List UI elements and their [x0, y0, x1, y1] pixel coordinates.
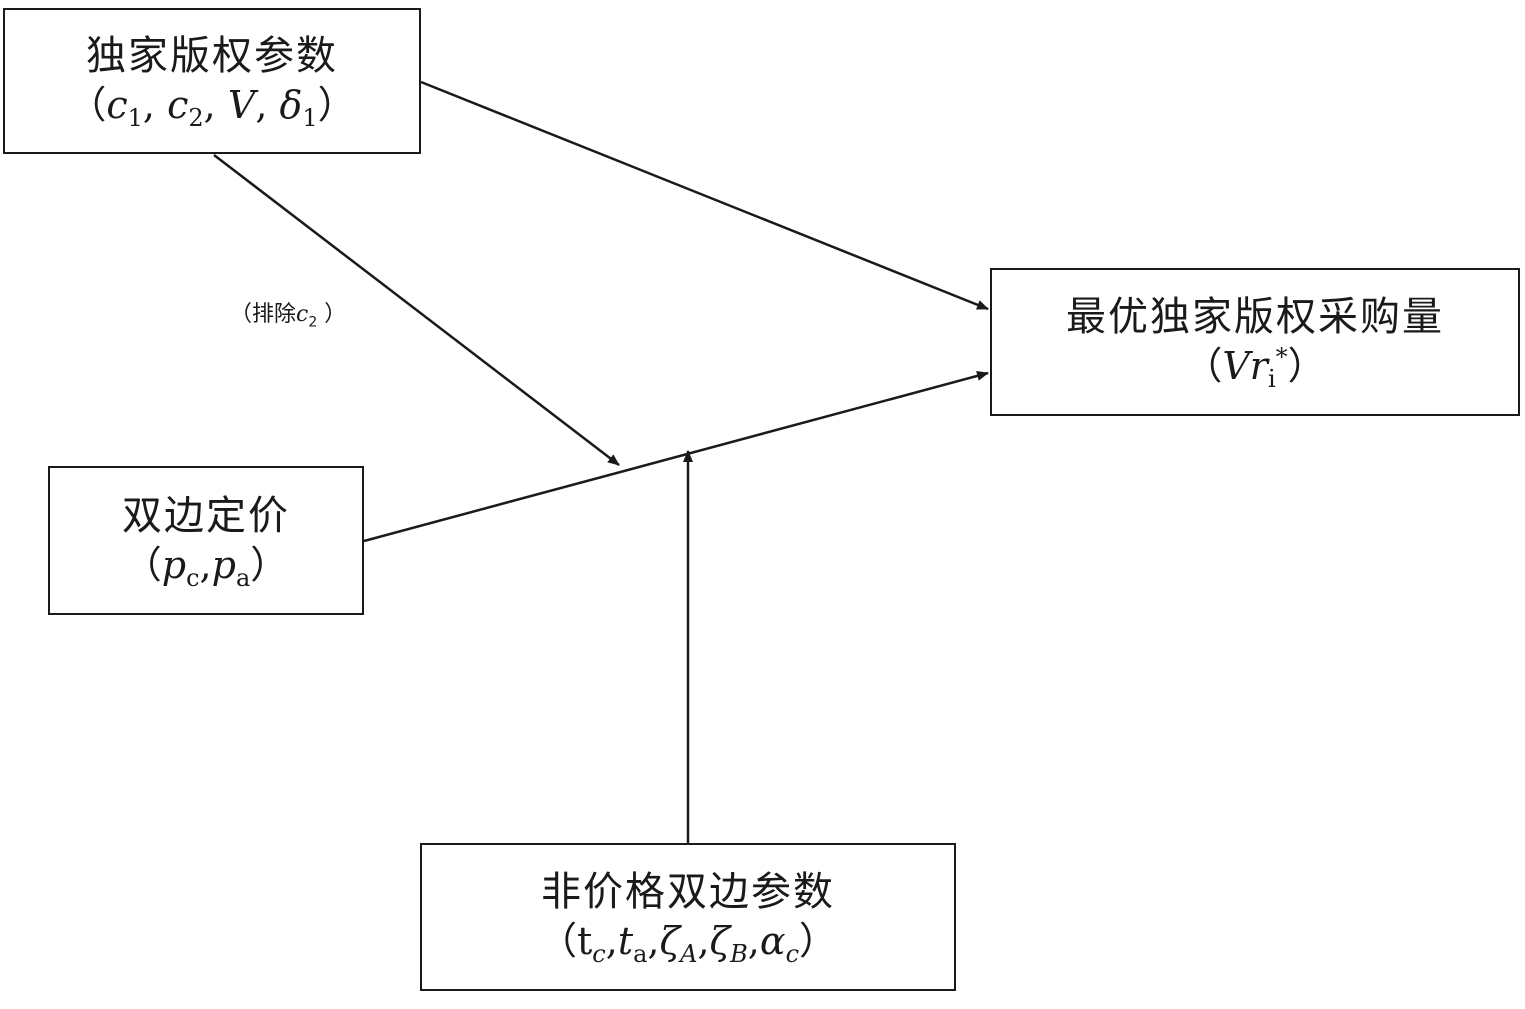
node-variables: （pc,pa）: [124, 540, 289, 590]
sep: ,: [142, 83, 155, 127]
var-delta1: δ: [279, 83, 303, 127]
sub: c: [785, 940, 800, 968]
var-c1: c: [106, 83, 128, 127]
sub: c: [592, 940, 606, 968]
node-exclusive-copyright-params: 独家版权参数 （c1, c2, V, δ1）: [3, 8, 421, 154]
var-pa: p: [211, 542, 236, 587]
sub: B: [730, 940, 748, 968]
sub: A: [680, 940, 698, 968]
sub: a: [235, 563, 251, 592]
exclude-text: 排除: [252, 302, 297, 327]
sub: 1: [127, 104, 143, 132]
var-alpha-c: α: [759, 919, 786, 963]
sub: 1: [302, 104, 318, 132]
sep: ,: [647, 919, 660, 963]
node-title: 双边定价: [122, 492, 290, 539]
var-zeta-a: ζ: [659, 919, 681, 963]
var-c: c: [296, 302, 309, 327]
close-paren: ）: [1287, 344, 1326, 388]
close-paren: ）: [799, 919, 838, 963]
edge-pricing-to-purchase: [363, 371, 989, 543]
edge-params-to-purchase: [420, 80, 989, 311]
sub: a: [633, 940, 648, 968]
var-c2: c: [167, 83, 189, 127]
node-variables: （c1, c2, V, δ1）: [68, 80, 355, 130]
sub: 2: [188, 104, 204, 132]
sub: c: [186, 563, 200, 592]
sep: ,: [199, 542, 212, 587]
var-tc: t: [576, 919, 593, 963]
var-pc: p: [161, 542, 187, 587]
sep: ,: [203, 83, 216, 127]
node-optimal-purchase: 最优独家版权采购量 （Vri*）: [990, 268, 1520, 416]
var-zeta-b: ζ: [709, 919, 731, 963]
sup: *: [1275, 343, 1288, 371]
node-variables: （Vri*）: [1184, 341, 1325, 391]
open-paren: （: [230, 302, 253, 327]
open-paren: （: [1184, 344, 1223, 388]
open-paren: （: [123, 542, 162, 587]
sep: ,: [697, 919, 710, 963]
sep: ,: [747, 919, 760, 963]
sep: ,: [605, 919, 618, 963]
sub: i: [1267, 365, 1276, 393]
node-title: 最优独家版权采购量: [1066, 294, 1444, 340]
edge-label-exclude-c2: （排除c2 ）: [230, 296, 346, 330]
sep: ,: [255, 83, 268, 127]
var-vr: Vr: [1222, 344, 1268, 388]
node-variables: （tc,ta,ζA,ζB,αc）: [539, 916, 837, 966]
close-paren: ）: [317, 83, 356, 127]
close-paren: ）: [250, 542, 289, 587]
sub: 2: [308, 314, 318, 331]
node-bilateral-pricing: 双边定价 （pc,pa）: [48, 466, 364, 615]
var-ta: t: [617, 919, 634, 963]
node-non-price-bilateral-params: 非价格双边参数 （tc,ta,ζA,ζB,αc）: [420, 843, 956, 991]
open-paren: （: [538, 919, 577, 963]
close-paren: ）: [317, 302, 347, 327]
node-title: 独家版权参数: [86, 33, 338, 79]
node-title: 非价格双边参数: [541, 869, 835, 915]
edge-params-moderating: [213, 154, 620, 466]
open-paren: （: [68, 83, 107, 127]
var-v: V: [227, 83, 256, 127]
